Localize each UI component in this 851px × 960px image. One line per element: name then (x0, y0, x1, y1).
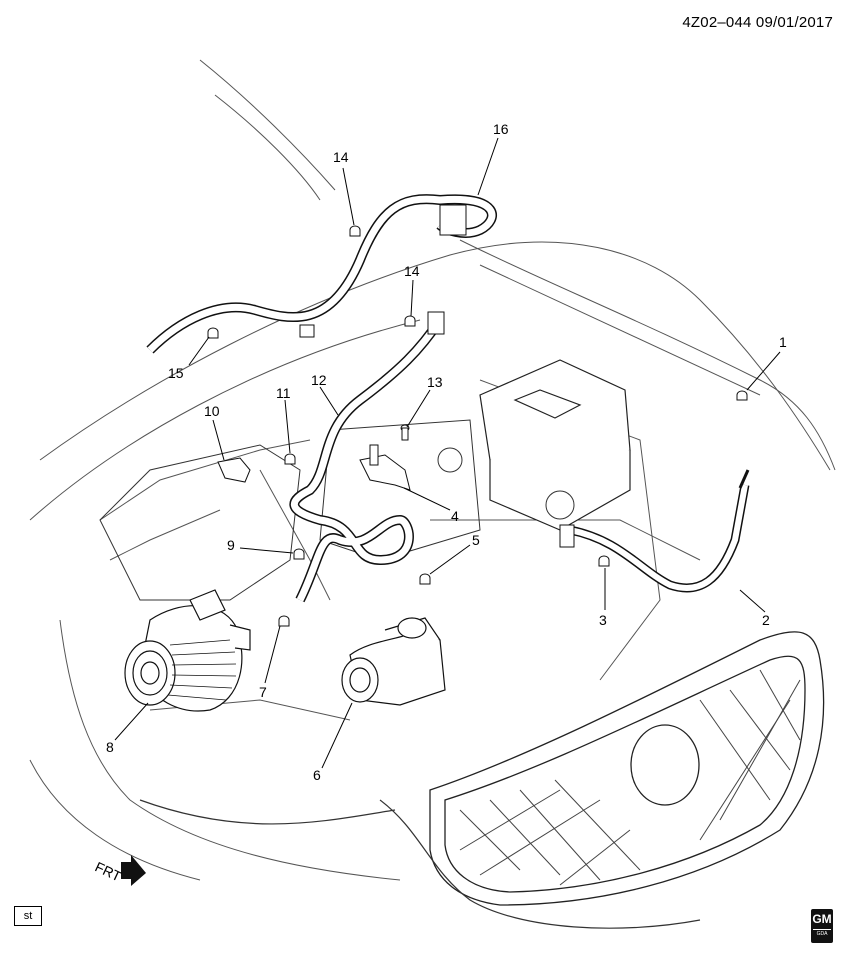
nut-5 (419, 573, 431, 585)
callout-6: 6 (313, 767, 321, 783)
battery-cable-12 (289, 311, 445, 603)
nut-9 (293, 548, 305, 560)
nut-15 (207, 327, 219, 339)
callout-2: 2 (762, 612, 770, 628)
battery-cable-16 (146, 194, 497, 354)
cable-bracket-10 (217, 457, 251, 483)
fasteners (207, 225, 431, 627)
battery-cable-2 (559, 469, 750, 593)
bolt-13 (400, 424, 410, 441)
nut-1 (736, 390, 748, 401)
nut-14-lower (404, 315, 416, 327)
front-grille (429, 631, 825, 906)
leader-lines (114, 137, 781, 769)
callout-4: 4 (451, 508, 459, 524)
bolt-11 (284, 453, 296, 465)
cable-bracket-4 (359, 444, 411, 491)
st-label-box: st (14, 906, 42, 926)
callout-13: 13 (427, 374, 443, 390)
callout-11: 11 (276, 385, 291, 401)
bumper-outline (139, 799, 701, 929)
callout-12: 12 (311, 372, 327, 388)
callout-8: 8 (106, 739, 114, 755)
gm-logo: GM GDA (811, 909, 833, 943)
callout-5: 5 (472, 532, 480, 548)
front-direction-arrow: FRT (93, 855, 146, 886)
callout-15: 15 (168, 365, 184, 381)
nut-14-upper (349, 225, 361, 237)
callout-3: 3 (599, 612, 607, 628)
callout-10: 10 (204, 403, 220, 419)
fuse-box (479, 359, 631, 531)
callout-7: 7 (259, 684, 267, 700)
callout-1: 1 (779, 334, 787, 350)
front-label: FRT (93, 859, 125, 885)
callout-9: 9 (227, 537, 235, 553)
callout-14-lower: 14 (404, 263, 420, 279)
callout-14-upper: 14 (333, 149, 349, 165)
grille-mesh (459, 669, 801, 886)
callout-16: 16 (493, 121, 509, 137)
nut-3 (598, 555, 610, 567)
generator-8 (124, 589, 251, 712)
gm-logo-subtext: GDA (813, 929, 831, 937)
gm-logo-text: GM (812, 912, 832, 926)
document-id: 4Z02–044 09/01/2017 (682, 14, 833, 31)
callout-labels: 1 2 3 4 5 6 7 8 9 10 11 12 13 14 14 15 1… (106, 121, 787, 783)
starter-6 (341, 617, 446, 706)
nut-7 (278, 615, 290, 627)
